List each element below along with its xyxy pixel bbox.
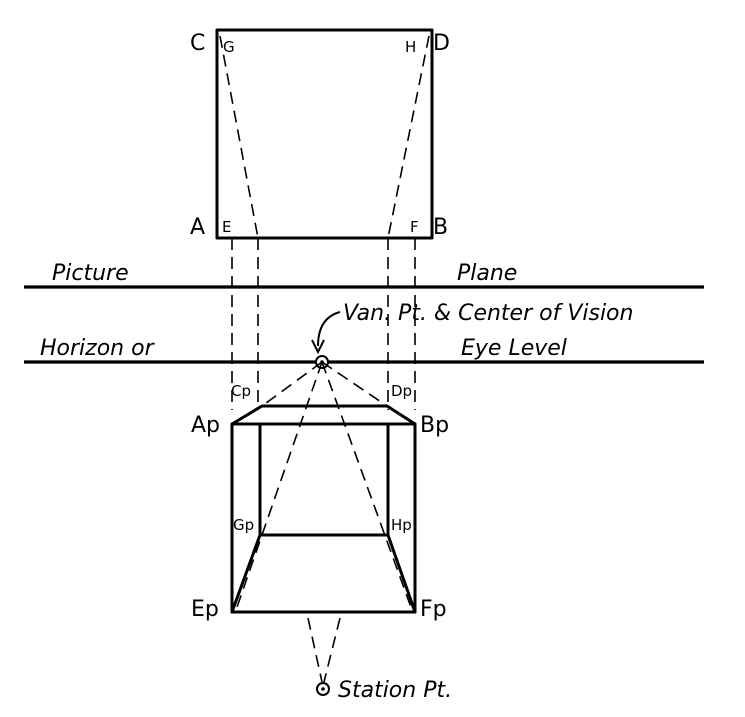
vanishing-arrowhead: [311, 339, 325, 355]
label-f: F: [410, 218, 419, 236]
caption-horizon: Horizon or: [40, 336, 156, 361]
label-d: D: [433, 31, 450, 56]
box-top-face: [230, 404, 417, 426]
label-b: B: [433, 215, 448, 240]
label-ep: Ep: [191, 597, 219, 622]
label-e: E: [222, 218, 231, 236]
projector-g-e: [219, 35, 259, 239]
vp-line-dp: [321, 361, 388, 407]
caption-picture: Picture: [52, 261, 129, 286]
label-ap: Ap: [191, 413, 220, 438]
vanishing-leader: [317, 311, 341, 347]
label-fp: Fp: [420, 597, 447, 622]
label-gp: Gp: [233, 516, 254, 534]
label-cp: Cp: [231, 382, 251, 400]
caption-plane: Plane: [457, 261, 517, 286]
vp-line-fp: [321, 361, 413, 611]
label-c: C: [190, 31, 205, 56]
caption-eye-level: Eye Level: [461, 336, 567, 361]
label-h: H: [405, 38, 416, 56]
label-dp: Dp: [391, 382, 412, 400]
label-g: G: [223, 38, 235, 56]
label-bp: Bp: [420, 413, 449, 438]
label-a: A: [190, 215, 205, 240]
vp-line-cp: [261, 361, 323, 407]
station-point-dot: [321, 687, 325, 691]
label-hp: Hp: [391, 516, 412, 534]
station-line-right: [323, 617, 341, 683]
box-floor-right: [386, 533, 417, 614]
station-line-left: [307, 617, 323, 683]
caption-station-point: Station Pt.: [338, 678, 452, 703]
plan-square: [215, 28, 434, 240]
caption-vanishing-point: Van. Pt. & Center of Vision: [343, 301, 633, 326]
projector-h-f: [387, 35, 430, 239]
vp-line-ep: [235, 361, 323, 611]
box-floor-left: [230, 533, 262, 614]
